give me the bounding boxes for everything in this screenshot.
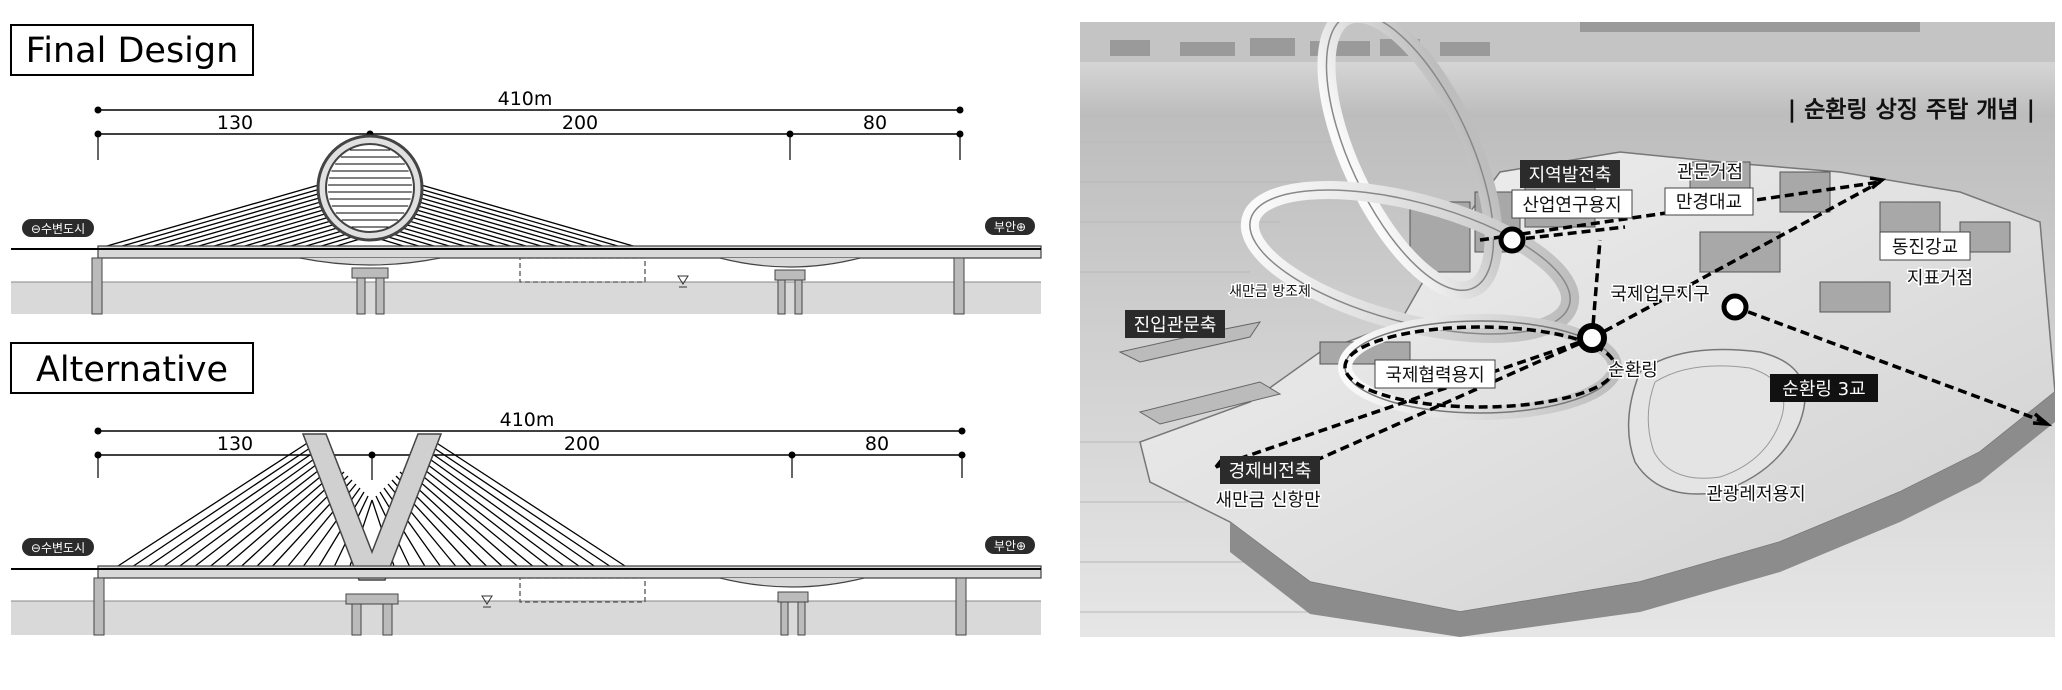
right-direction-badge — [985, 217, 1035, 235]
total-span-label: 410m — [498, 88, 553, 110]
ground-band — [11, 601, 1041, 635]
span-label-2: 200 — [562, 112, 598, 134]
svg-text:⊖수변도시: ⊖수변도시 — [31, 222, 85, 236]
label-business-district: 국제업무지구 — [1610, 284, 1709, 305]
label-regional-axis: 지역발전축 — [1529, 165, 1612, 186]
span-label-1: 130 — [217, 112, 253, 134]
final-design-title: Final Design — [26, 31, 239, 71]
final-design-elevation: Final Design 410m 130 200 80 — [10, 24, 1042, 315]
landmark-node — [1721, 293, 1749, 321]
svg-text:⊖수변도시: ⊖수변도시 — [31, 541, 85, 555]
gateway-node — [1498, 226, 1526, 254]
pier-right — [953, 257, 965, 315]
label-ring-bridge-3: 순환링 3교 — [1782, 379, 1865, 400]
label-cooperation-site: 국제협력용지 — [1385, 365, 1484, 386]
navigation-clearance — [519, 257, 646, 283]
site-concept-map: | 순환링 상징 주탑 개념 | 지역발전축 산업연구용지 관문거점 만경대교 … — [1080, 4, 2056, 637]
alternative-title-box — [10, 342, 254, 394]
final-design-title-box — [10, 24, 254, 76]
label-circular-ring: 순환링 — [1608, 360, 1658, 381]
pier-left — [91, 257, 103, 315]
left-direction-badge — [22, 219, 94, 237]
label-economic-axis: 경제비전축 — [1229, 461, 1312, 482]
alternative-elevation: Alternative 410m 130 200 80 ⊖수변도 — [10, 342, 1042, 636]
svg-text:부안⊕: 부안⊕ — [994, 220, 1026, 234]
pier-right — [955, 577, 967, 636]
alternative-title: Alternative — [36, 350, 228, 390]
span-label-3: 80 — [865, 433, 889, 455]
label-new-port: 새만금 신항만 — [1215, 490, 1320, 511]
left-direction-badge — [22, 538, 94, 556]
total-span-label: 410m — [500, 409, 555, 431]
concept-map-illustration: | 순환링 상징 주탑 개념 | 지역발전축 산업연구용지 관문거점 만경대교 … — [1080, 4, 2056, 637]
ring-center-node — [1577, 323, 1607, 353]
ground-band — [11, 282, 1041, 314]
tourism-island — [1627, 348, 1806, 495]
label-tourism-site: 관광레저용지 — [1706, 484, 1805, 505]
label-gateway-point: 관문거점 — [1677, 162, 1743, 183]
span-label-3: 80 — [863, 112, 887, 134]
land-edge — [1230, 392, 2055, 637]
label-mangyeong-bridge: 만경대교 — [1676, 192, 1742, 213]
svg-text:부안⊕: 부안⊕ — [994, 539, 1026, 553]
navigation-clearance — [519, 577, 646, 603]
v-pylon — [301, 433, 443, 581]
elevation-drawings: Final Design 410m 130 200 80 — [10, 24, 1042, 636]
pier-left — [93, 577, 105, 636]
span-label-1: 130 — [217, 433, 253, 455]
label-seawall: 새만금 방조제 — [1229, 284, 1311, 300]
right-direction-badge — [985, 536, 1035, 554]
map-title: | 순환링 상징 주탑 개념 | — [1788, 97, 2035, 123]
bridge-deck — [97, 245, 1042, 259]
bridge-deck — [97, 565, 1042, 579]
label-industrial-site: 산업연구용지 — [1522, 195, 1621, 216]
map-labels: 지역발전축 산업연구용지 관문거점 만경대교 동진강교 지표거점 새만금 방조제… — [1125, 160, 1975, 513]
span-label-2: 200 — [564, 433, 600, 455]
label-landmark-point: 지표거점 — [1907, 268, 1973, 289]
label-entrance-axis: 진입관문축 — [1134, 315, 1217, 336]
bridge-elevations: Final Design 410m 130 200 80 — [10, 24, 1042, 636]
label-dongjin-bridge: 동진강교 — [1892, 237, 1958, 258]
